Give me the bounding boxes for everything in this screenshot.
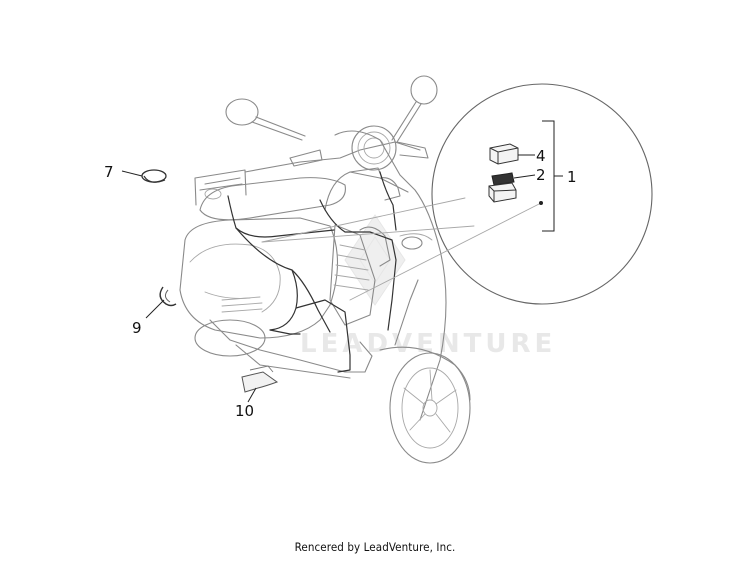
- right-mirror: [410, 75, 438, 105]
- bracket-1: [542, 120, 563, 232]
- part-2-connector: [488, 172, 517, 203]
- detail-callout: [261, 83, 653, 305]
- callout-4: 4: [536, 147, 546, 165]
- wiring-harness: [227, 195, 335, 238]
- detail-circle: [431, 83, 653, 305]
- callout-2: 2: [536, 166, 546, 184]
- callout-10: 10: [235, 402, 254, 420]
- render-credit: Rencered by LeadVenture, Inc.: [294, 540, 456, 554]
- rear-body: [179, 217, 339, 339]
- speedometer: [351, 125, 397, 171]
- part-7-clip: [121, 169, 167, 183]
- part-10-label-sheet: [241, 365, 279, 403]
- rear-wheel: [194, 319, 266, 357]
- callout-1: 1: [567, 168, 577, 186]
- callout-7: 7: [104, 163, 114, 181]
- connection-point: [539, 201, 543, 205]
- part-4-relay-cover: [489, 143, 519, 165]
- scooter-illustration: [179, 75, 471, 464]
- leader-2: [513, 174, 536, 179]
- watermark: LEADVENTURE: [300, 214, 556, 359]
- part-9-clip: [145, 286, 177, 319]
- left-mirror: [225, 98, 259, 126]
- front-wheel: [389, 352, 471, 464]
- callout-9: 9: [132, 319, 142, 337]
- seat: [199, 177, 346, 221]
- watermark-text: LEADVENTURE: [300, 329, 556, 359]
